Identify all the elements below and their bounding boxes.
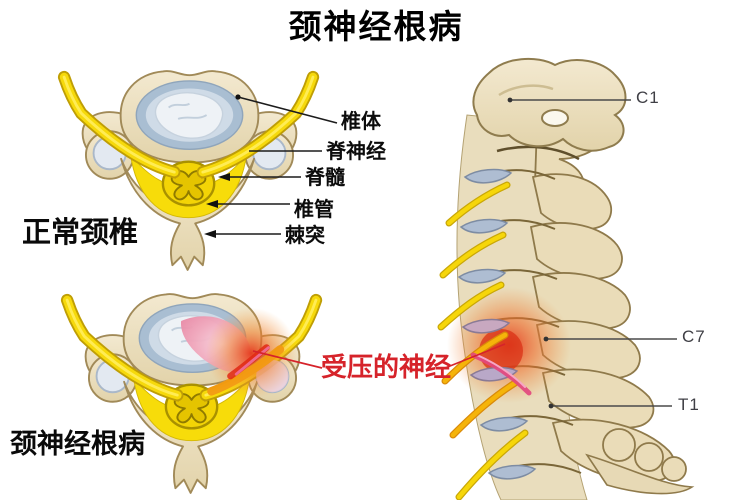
label-spinal-cord: 脊髓 <box>305 165 345 189</box>
diseased-vertebra-cross-section-illustration <box>67 294 316 493</box>
caption-normal-cervical-vertebra: 正常颈椎 <box>22 215 139 249</box>
caption-cervical-radiculopathy: 颈神经根病 <box>10 429 145 460</box>
label-c1: C1 <box>636 88 660 107</box>
anatomy-leader-lines <box>208 96 338 235</box>
label-t1: T1 <box>678 395 700 414</box>
compressed-nerve-highlight <box>470 352 532 396</box>
label-spinal-nerve: 脊神经 <box>326 139 386 163</box>
leader-line-vertebral-body <box>237 96 338 124</box>
label-spinous-process: 棘突 <box>285 223 325 247</box>
c1-vertebra <box>472 57 627 152</box>
level-leader-lines <box>510 99 677 407</box>
label-compressed-nerve: 受压的神经 <box>321 353 452 383</box>
label-spinal-canal: 椎管 <box>294 197 334 221</box>
label-c7: C7 <box>682 327 706 346</box>
lateral-cervical-spine-illustration <box>437 57 695 500</box>
label-vertebral-body: 椎体 <box>341 109 381 133</box>
page-title: 颈神经根病 <box>288 7 464 46</box>
compressed-nerve-leader-lines <box>252 343 506 369</box>
